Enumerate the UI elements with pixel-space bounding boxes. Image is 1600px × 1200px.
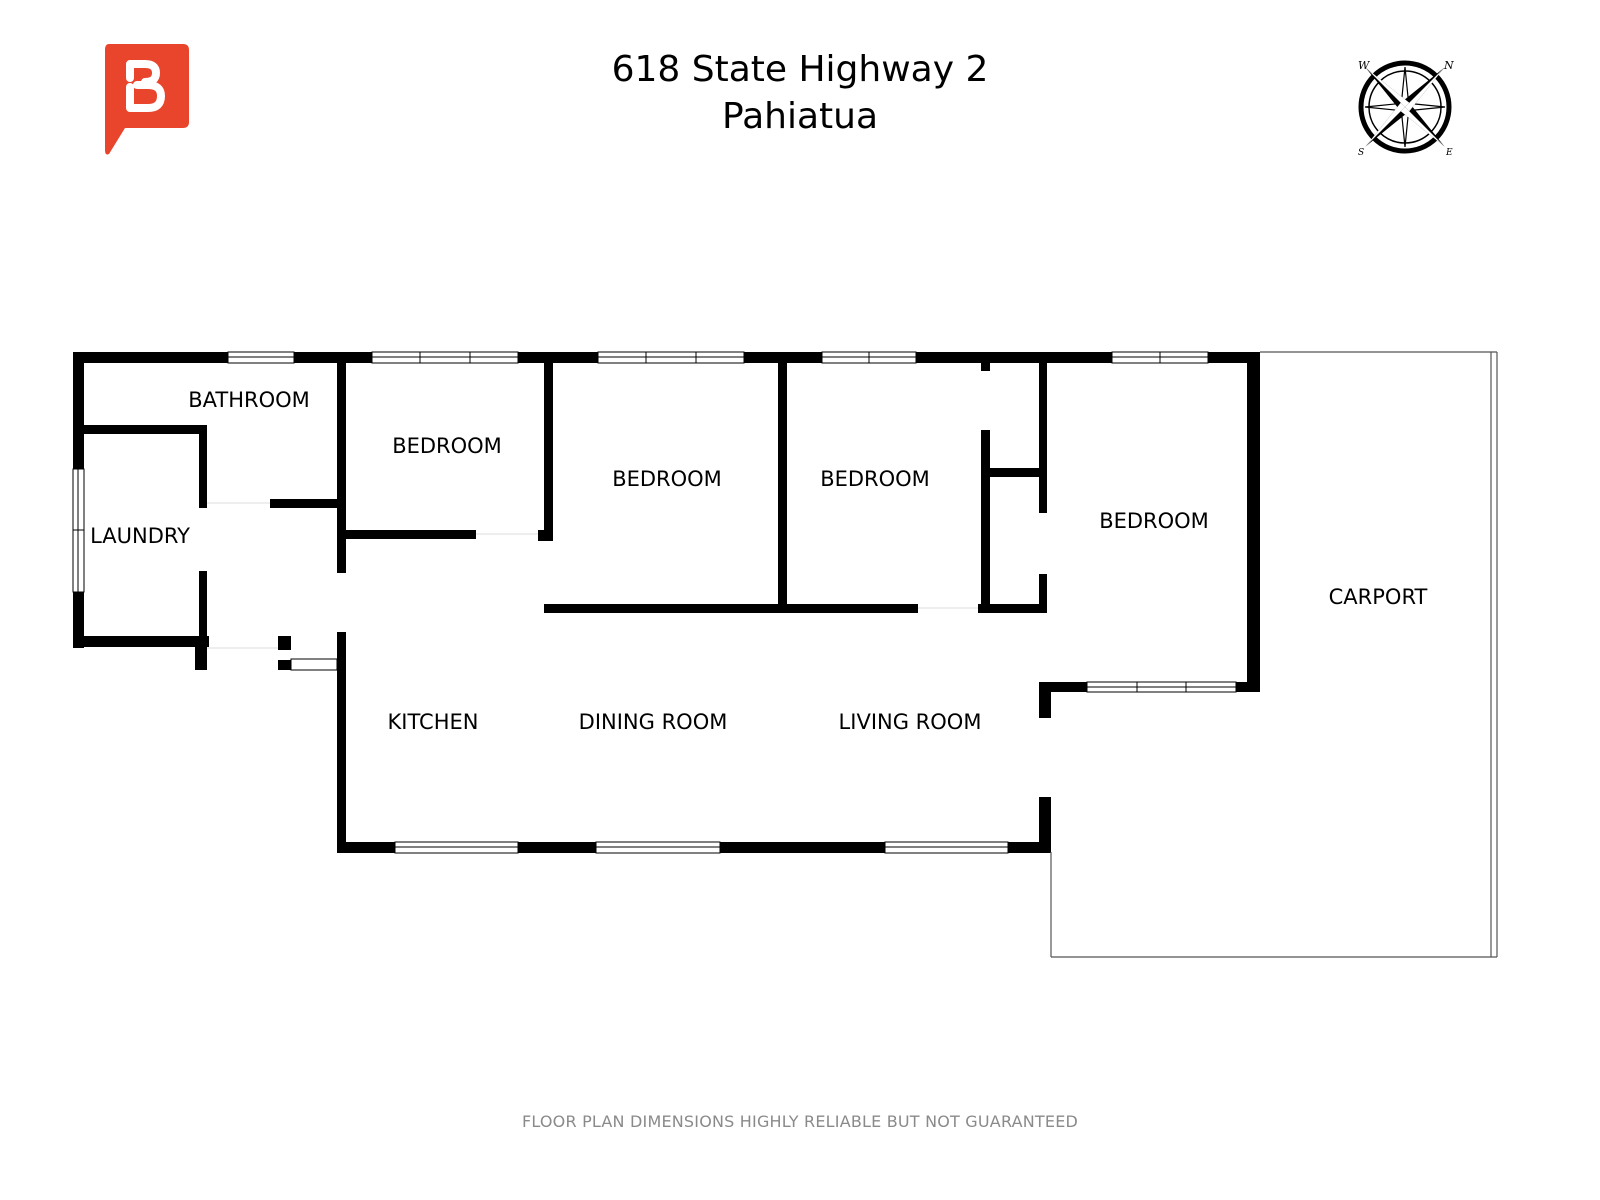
room-label-bedroom-1: BEDROOM <box>392 434 502 458</box>
room-label-carport: CARPORT <box>1328 585 1428 609</box>
room-label-dining-room: DINING ROOM <box>578 710 728 734</box>
page-title: 618 State Highway 2 Pahiatua <box>500 46 1100 140</box>
room-label-bedroom-2: BEDROOM <box>612 467 722 491</box>
svg-text:S: S <box>1358 148 1364 158</box>
disclaimer-text: FLOOR PLAN DIMENSIONS HIGHLY RELIABLE BU… <box>521 1112 1079 1131</box>
room-label-laundry: LAUNDRY <box>90 524 190 548</box>
room-label-bathroom: BATHROOM <box>188 388 310 412</box>
room-label-bedroom-3: BEDROOM <box>820 467 930 491</box>
brand-logo <box>103 44 189 156</box>
room-label-living-room: LIVING ROOM <box>838 710 982 734</box>
svg-text:E: E <box>1445 148 1453 158</box>
svg-text:W: W <box>1358 59 1371 72</box>
room-label-kitchen: KITCHEN <box>387 710 479 734</box>
room-label-bedroom-4: BEDROOM <box>1099 509 1209 533</box>
address-line-1: 618 State Highway 2 <box>611 49 989 90</box>
address-line-2: Pahiatua <box>721 96 879 137</box>
speech-bubble-b-logo-icon <box>105 44 189 155</box>
compass-rose-icon: W N S E <box>1350 55 1460 160</box>
svg-text:N: N <box>1443 59 1454 72</box>
